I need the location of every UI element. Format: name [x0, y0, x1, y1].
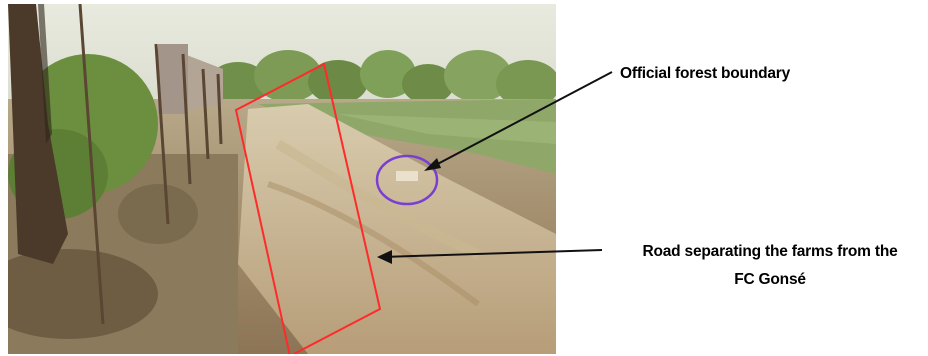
boundary-label: Official forest boundary: [620, 65, 791, 82]
road-label-line2: FC Gonsé: [734, 271, 806, 288]
field-photo-illustration: [8, 4, 556, 354]
tree-trunk: [8, 4, 68, 264]
road-outline-box: [234, 62, 382, 354]
boundary-marker: [396, 171, 418, 181]
field-photo: [8, 4, 556, 354]
boundary-marker-circle: [375, 154, 439, 206]
road-label: Road separating the farms from the FC Go…: [612, 238, 928, 294]
fence-posts: [78, 4, 223, 325]
road-label-line1: Road separating the farms from the: [642, 243, 898, 260]
